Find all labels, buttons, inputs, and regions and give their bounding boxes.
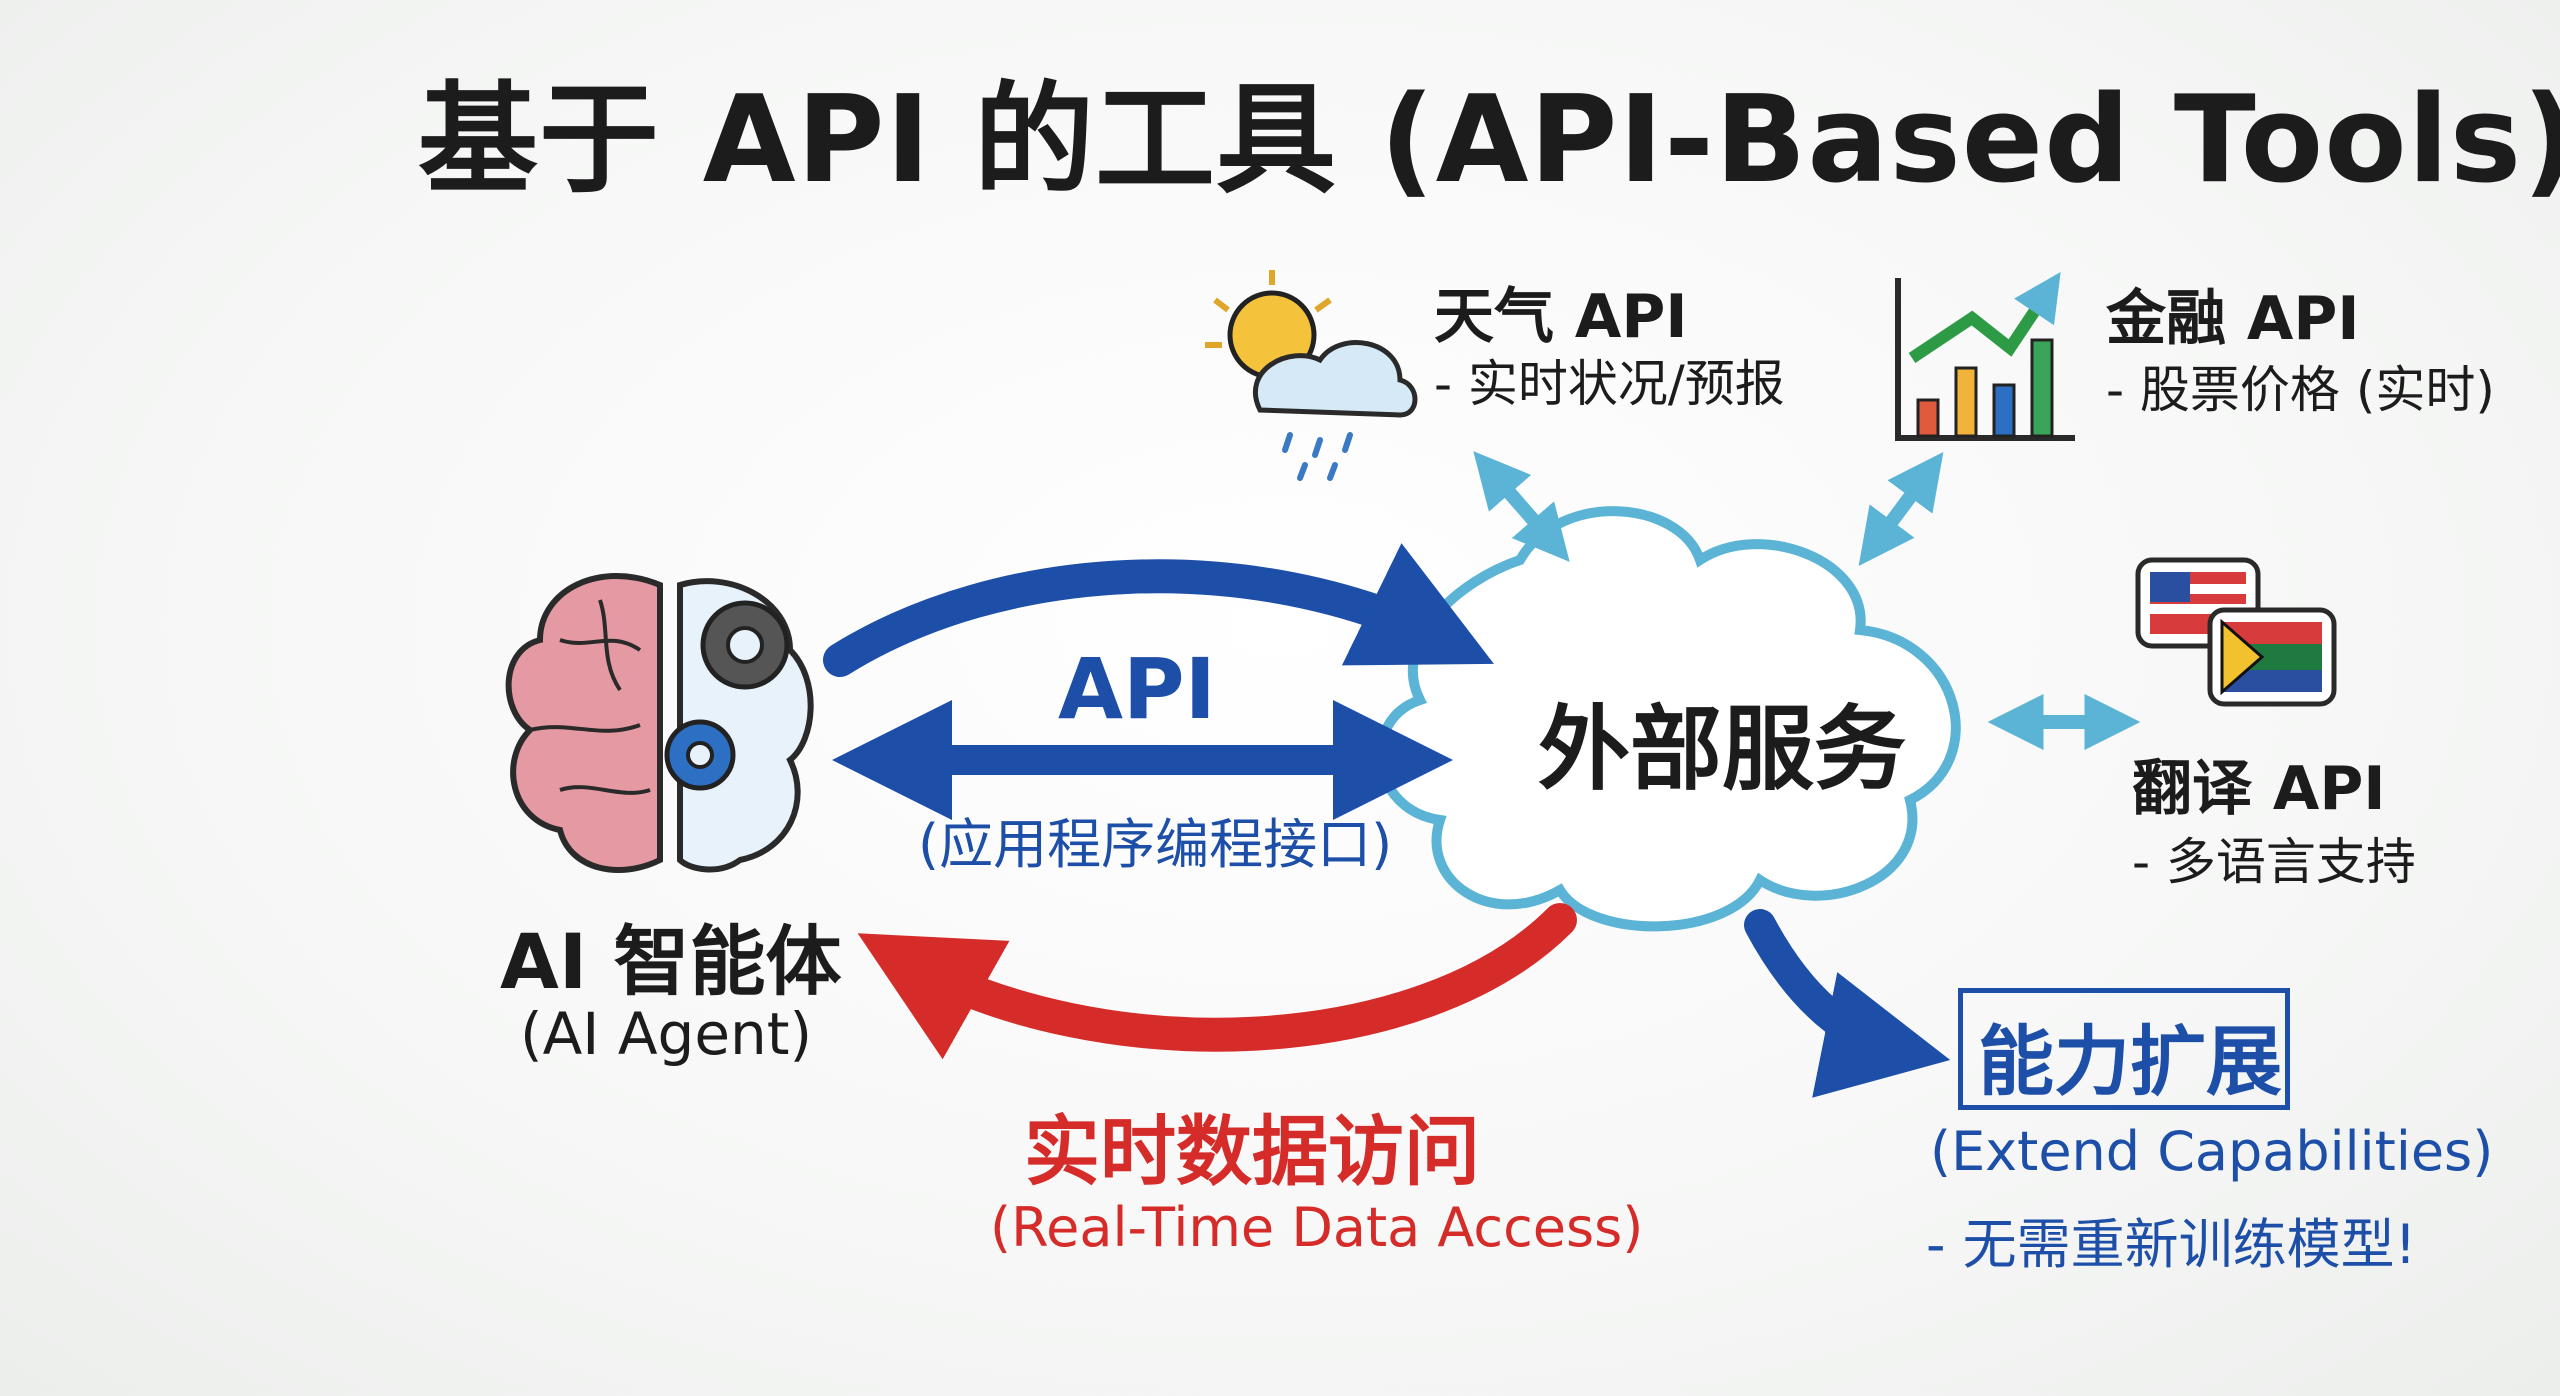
weather-api-desc: - 实时状况/预报 bbox=[1434, 355, 1785, 413]
extend-capabilities-title: 能力扩展 bbox=[1978, 1017, 2282, 1106]
agent-sublabel: (AI Agent) bbox=[520, 1000, 813, 1068]
agent-label: AI 智能体 bbox=[500, 917, 842, 1006]
realtime-access-title: 实时数据访问 bbox=[1024, 1107, 1480, 1196]
api-label: API bbox=[1058, 640, 1216, 738]
weather-connector bbox=[1473, 451, 1570, 562]
finance-connector bbox=[1858, 452, 1944, 566]
api-sublabel: (应用程序编程接口) bbox=[918, 813, 1393, 876]
finance-api-desc: - 股票价格 (实时) bbox=[2106, 361, 2495, 419]
extend-capabilities-box bbox=[1958, 988, 2290, 1110]
extend-capabilities-sublabel: (Extend Capabilities) bbox=[1930, 1120, 2494, 1183]
weather-icon bbox=[1205, 270, 1418, 481]
realtime-access-sublabel: (Real-Time Data Access) bbox=[990, 1196, 1644, 1259]
finance-chart-icon bbox=[1895, 272, 2075, 441]
weather-api-title: 天气 API bbox=[1434, 282, 1688, 352]
translation-api-title: 翻译 API bbox=[2132, 754, 2386, 824]
extend-arrow bbox=[1744, 909, 1951, 1098]
finance-api-title: 金融 API bbox=[2106, 284, 2360, 354]
translation-flags-icon bbox=[2135, 557, 2337, 707]
response-arrow bbox=[857, 903, 1577, 1060]
external-services-label: 外部服务 bbox=[1538, 696, 1907, 803]
extend-capabilities-note: - 无需重新训练模型! bbox=[1926, 1213, 2417, 1276]
page-title: 基于 API 的工具 (API-Based Tools) bbox=[418, 71, 2560, 210]
translation-api-desc: - 多语言支持 bbox=[2132, 833, 2416, 891]
request-arrow bbox=[823, 543, 1494, 677]
gear-icon bbox=[664, 600, 790, 791]
